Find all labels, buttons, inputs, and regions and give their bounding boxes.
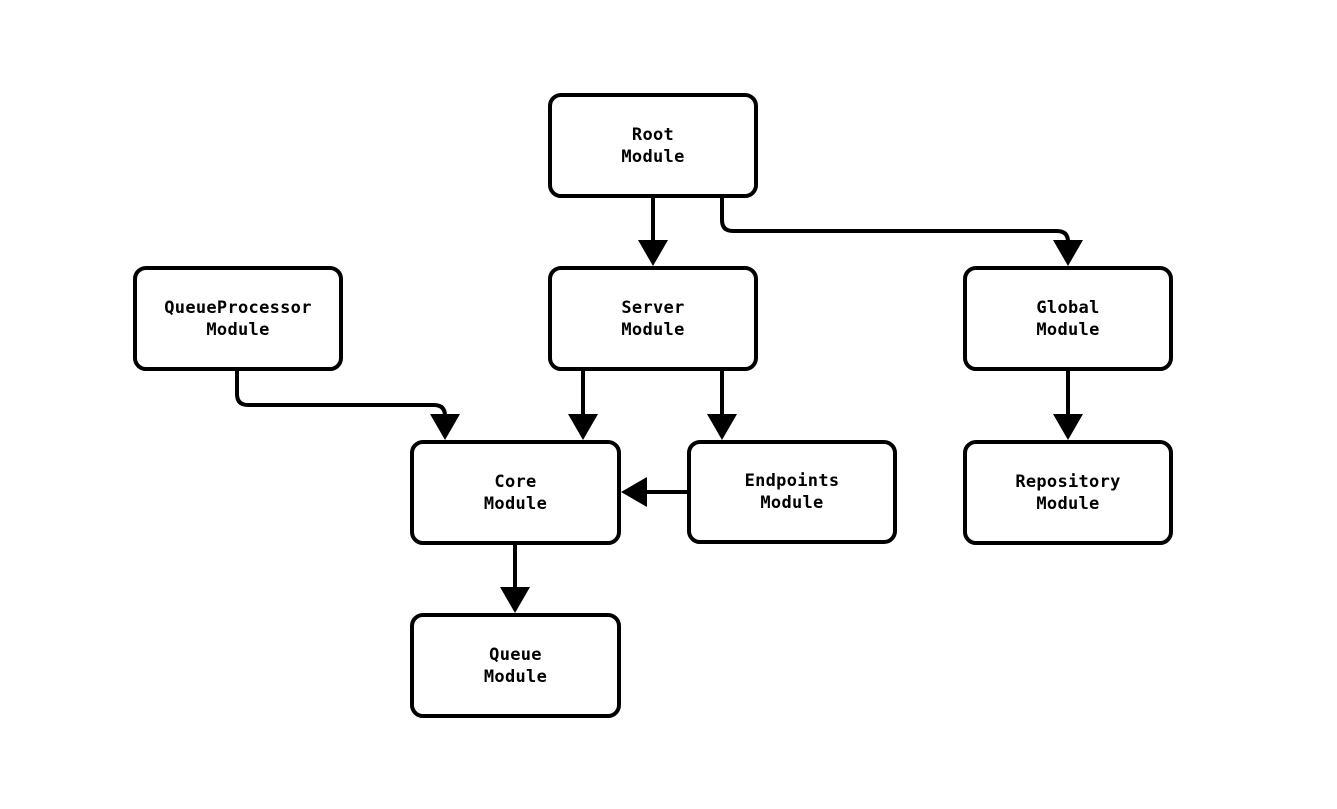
node-server-label: Server Module [621, 297, 685, 340]
node-global[interactable]: Global Module [963, 266, 1173, 371]
node-root-label: Root Module [621, 124, 685, 167]
node-queue[interactable]: Queue Module [410, 613, 621, 718]
node-repository[interactable]: Repository Module [963, 440, 1173, 545]
node-queue-label: Queue Module [483, 644, 548, 687]
node-queueprocessor-label: QueueProcessor Module [164, 297, 312, 340]
node-server[interactable]: Server Module [548, 266, 758, 371]
edge-endpoints-to-core [621, 477, 687, 507]
node-queueprocessor[interactable]: QueueProcessor Module [133, 266, 343, 371]
edge-queueprocessor-to-core [235, 371, 460, 440]
edge-root-to-server [638, 198, 668, 266]
node-global-label: Global Module [1036, 297, 1100, 340]
edge-core-to-queue [500, 545, 530, 613]
node-root[interactable]: Root Module [548, 93, 758, 198]
edge-server-to-endpoints [707, 371, 737, 440]
node-repository-label: Repository Module [1015, 471, 1121, 514]
node-endpoints-label: Endpoints Module [744, 471, 840, 513]
node-core-label: Core Module [483, 471, 548, 514]
edge-root-to-global [720, 198, 1083, 266]
node-core[interactable]: Core Module [410, 440, 621, 545]
edge-global-to-repository [1053, 371, 1083, 440]
node-endpoints[interactable]: Endpoints Module [687, 440, 897, 544]
edge-server-to-core [568, 371, 598, 440]
